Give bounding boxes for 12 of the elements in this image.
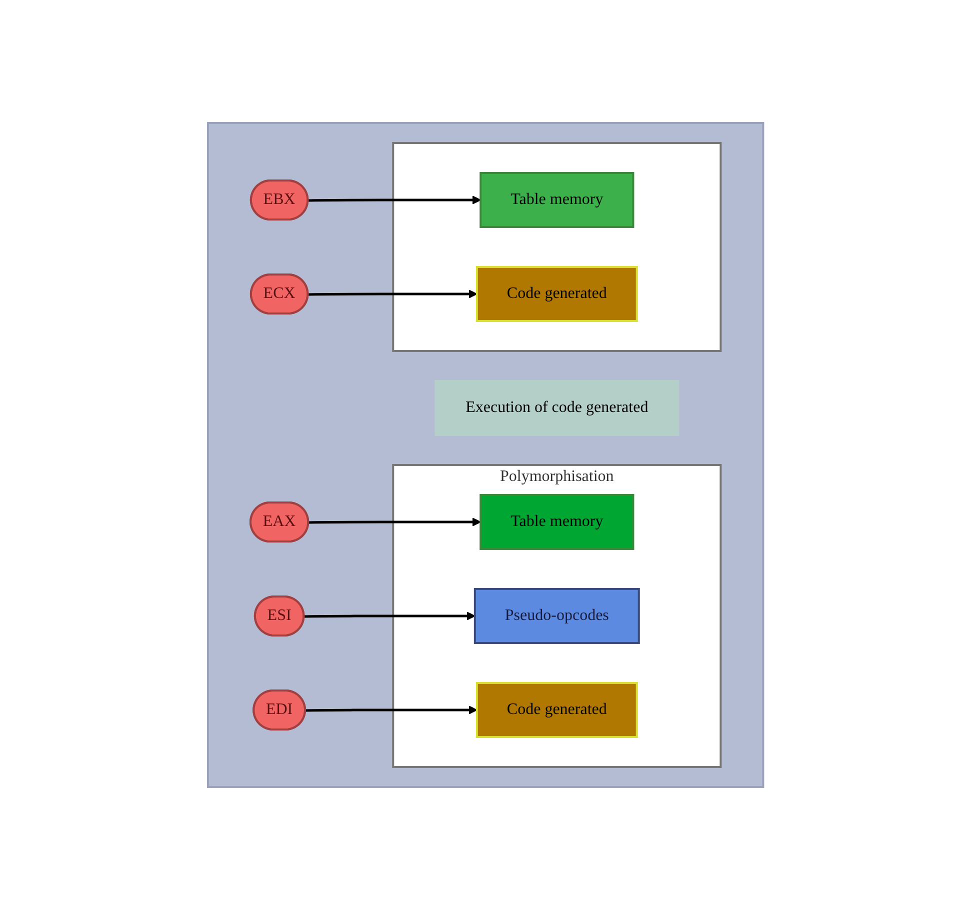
arrow (308, 195, 482, 204)
node-box: Code generated (476, 266, 638, 322)
node-box: Pseudo-opcodes (474, 588, 640, 644)
arrow (306, 705, 478, 714)
arrow (304, 611, 476, 620)
node-box: Table memory (480, 172, 635, 228)
node-box: Table memory (480, 494, 635, 550)
cluster (207, 122, 765, 788)
cluster (392, 142, 722, 352)
node-box: Code generated (476, 681, 638, 738)
arrow (308, 289, 478, 298)
arrow (309, 517, 482, 526)
